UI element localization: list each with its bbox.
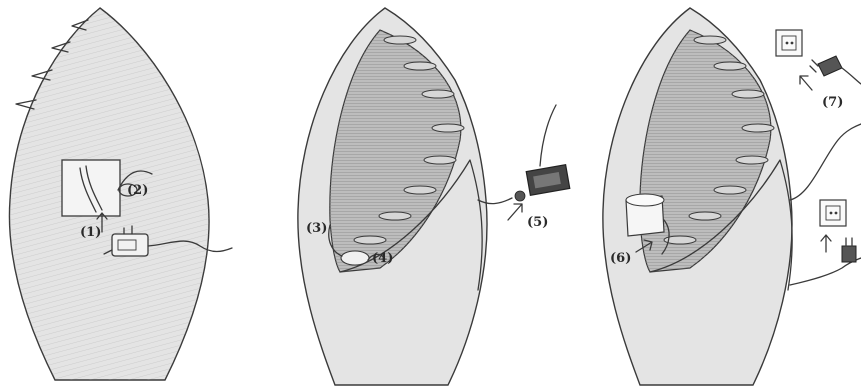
arrow-icon <box>508 204 522 220</box>
step-label-7: (7) <box>822 95 843 110</box>
step-label-6: (6) <box>610 251 631 266</box>
wall-socket-icon <box>820 200 846 226</box>
panel-3-connection-view: (6) (7) <box>603 8 861 385</box>
step-label-5: (5) <box>527 215 548 230</box>
wall-socket-icon <box>776 30 802 56</box>
step-label-2: (2) <box>127 183 148 198</box>
panel-1-rear-view: (1) (2) <box>9 8 232 380</box>
panel-2-front-view: (3) (4) (5) <box>298 8 570 385</box>
arrow-icon <box>800 76 812 90</box>
step-label-4: (4) <box>372 251 393 266</box>
arrow-icon <box>821 235 831 252</box>
plug-icon <box>842 238 856 262</box>
step-label-1: (1) <box>80 225 101 240</box>
plug-icon <box>810 56 861 84</box>
step-label-3: (3) <box>306 221 327 236</box>
power-adapter-icon <box>515 105 570 201</box>
